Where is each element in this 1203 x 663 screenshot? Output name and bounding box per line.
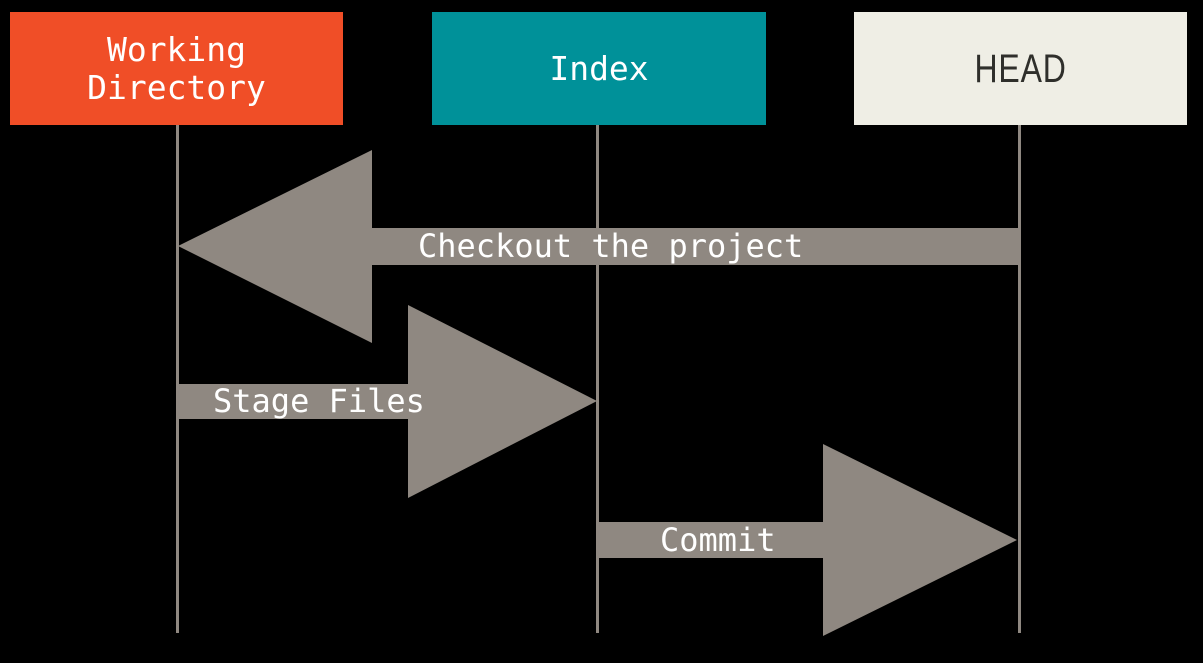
working-directory-label: Working Directory xyxy=(87,29,266,107)
arrowhead-right-icon xyxy=(823,444,1017,636)
arrow-commit-shaft xyxy=(597,522,823,558)
lifeline-head xyxy=(1018,125,1021,633)
arrowhead-left-icon xyxy=(178,150,372,343)
arrow-stage-shaft xyxy=(178,384,408,419)
index-label: Index xyxy=(549,48,649,88)
index-box: Index xyxy=(432,12,766,125)
head-box: HEAD xyxy=(854,12,1187,125)
arrow-checkout-label: Checkout the project xyxy=(418,227,804,265)
arrow-checkout-shaft xyxy=(372,228,1019,265)
arrow-stage-label: Stage Files xyxy=(213,382,425,420)
arrowhead-right-icon xyxy=(408,305,597,498)
lifeline-working-directory xyxy=(176,125,179,633)
head-label: HEAD xyxy=(974,46,1067,91)
lifeline-index xyxy=(596,125,599,633)
arrow-commit-label: Commit xyxy=(660,521,776,559)
working-directory-box: Working Directory xyxy=(10,12,343,125)
